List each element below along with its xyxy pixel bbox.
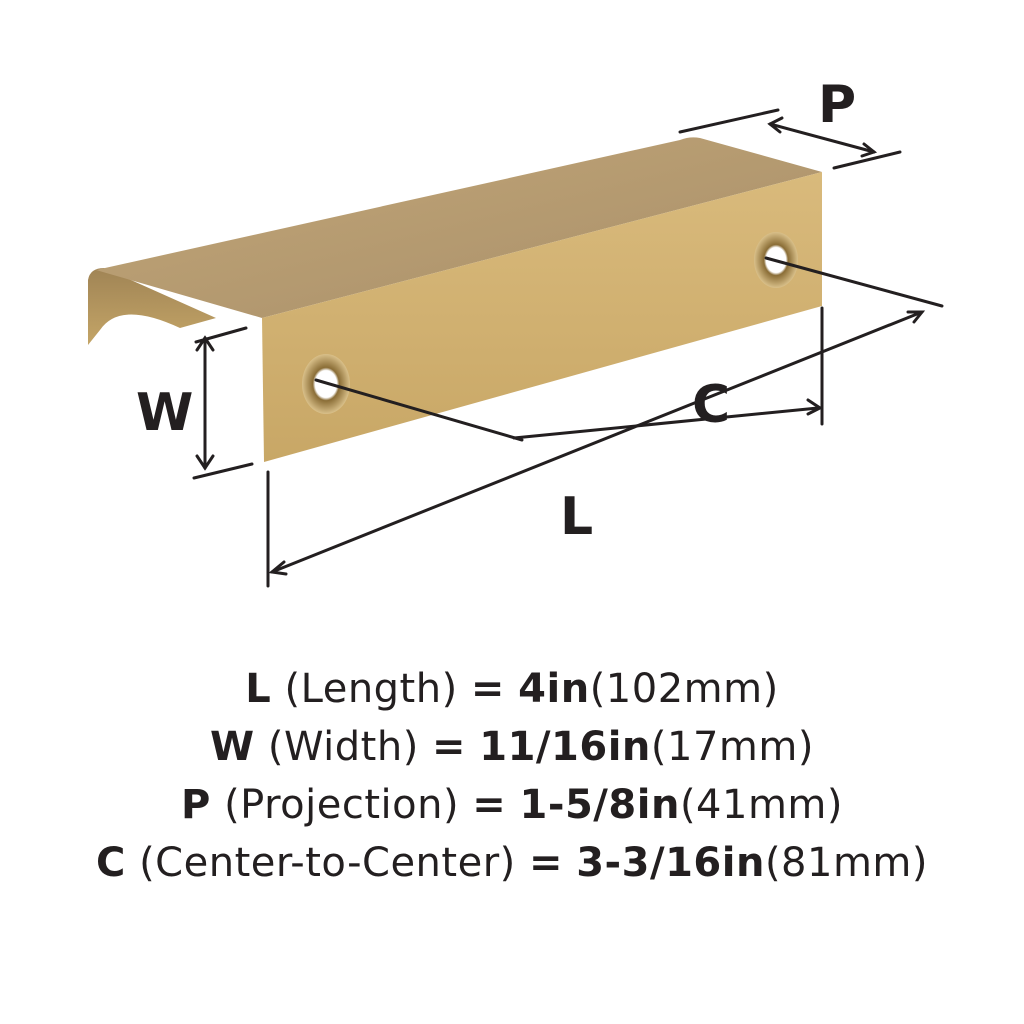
dimension-specs: L (Length) = 4in(102mm) W (Width) = 11/1… — [0, 660, 1024, 892]
spec-metric: (41mm) — [679, 782, 843, 828]
label-c: C — [692, 375, 730, 435]
spec-width: W (Width) = 11/16in(17mm) — [0, 718, 1024, 776]
spec-metric: (81mm) — [764, 840, 928, 886]
spec-name: (Length) — [284, 666, 458, 712]
dimension-lines — [192, 108, 944, 588]
spec-equals: = — [432, 724, 467, 770]
label-w: W — [136, 383, 193, 443]
spec-metric: (102mm) — [589, 666, 779, 712]
spec-name: (Center-to-Center) — [139, 840, 516, 886]
spec-imperial: 4in — [518, 666, 590, 712]
handle-illustration — [88, 137, 822, 462]
spec-name: (Projection) — [224, 782, 460, 828]
product-dimension-drawing: P W C L — [88, 75, 944, 588]
spec-key: L — [245, 666, 272, 712]
handle-top — [96, 137, 822, 318]
spec-equals: = — [470, 666, 505, 712]
handle-front — [262, 172, 822, 462]
spec-equals: = — [472, 782, 507, 828]
spec-imperial: 3-3/16in — [576, 840, 765, 886]
spec-projection: P (Projection) = 1-5/8in(41mm) — [0, 776, 1024, 834]
spec-key: P — [181, 782, 211, 828]
spec-name: (Width) — [267, 724, 419, 770]
handle-lip — [88, 268, 216, 345]
spec-key: W — [210, 724, 255, 770]
spec-equals: = — [528, 840, 563, 886]
spec-metric: (17mm) — [650, 724, 814, 770]
label-p: P — [818, 75, 856, 135]
spec-key: C — [96, 840, 126, 886]
spec-center-to-center: C (Center-to-Center) = 3-3/16in(81mm) — [0, 834, 1024, 892]
spec-imperial: 11/16in — [479, 724, 651, 770]
label-l: L — [560, 487, 593, 547]
spec-imperial: 1-5/8in — [519, 782, 680, 828]
spec-length: L (Length) = 4in(102mm) — [0, 660, 1024, 718]
